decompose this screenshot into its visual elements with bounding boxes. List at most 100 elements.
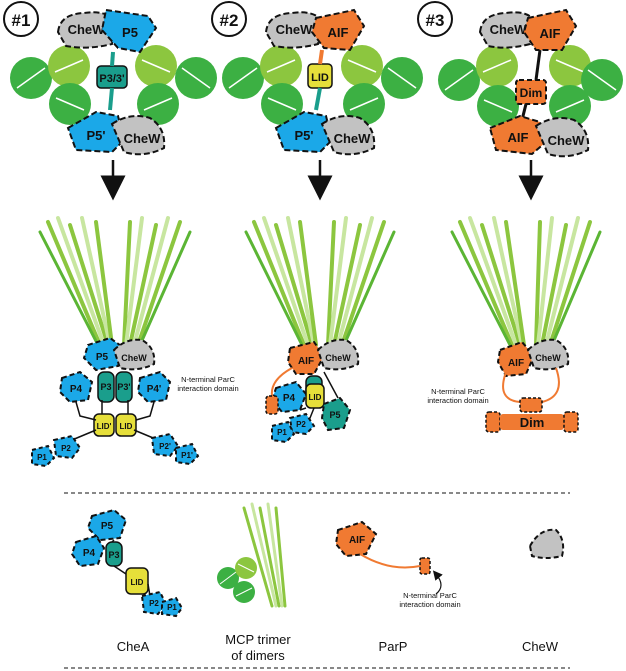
assembly-1-mcp-fan (38, 216, 192, 347)
svg-text:P4': P4' (147, 384, 162, 395)
assembly-1-chew (112, 338, 156, 371)
svg-text:P5': P5' (87, 128, 106, 143)
assembly-1-p1 (31, 444, 56, 468)
svg-text:AIF: AIF (349, 535, 365, 546)
panel-1-chew-bottom (110, 115, 166, 156)
svg-text:P1: P1 (37, 453, 47, 462)
svg-text:interaction domain: interaction domain (427, 396, 488, 405)
assembly-3-aif (496, 340, 536, 378)
svg-text:P4: P4 (283, 393, 296, 404)
svg-text:CheW: CheW (121, 353, 147, 363)
assembly-3-chew (526, 338, 570, 371)
panel-1-mcp-circles (10, 45, 217, 125)
panel-1-p5-bottom (66, 110, 126, 154)
assembly-2-lid (305, 383, 325, 409)
panel-2-p5-bottom (274, 110, 334, 154)
assembly-1-p3 (97, 371, 115, 403)
legend-mcp: MCP trimer of dimers (217, 502, 291, 663)
svg-text:CheW: CheW (276, 22, 314, 37)
assembly-3-dim-bar (500, 414, 564, 430)
svg-text:Dim: Dim (520, 415, 545, 430)
assembly-1-p5 (82, 336, 126, 372)
assembly-2-mcp-fan (244, 216, 396, 347)
svg-text:CheW: CheW (334, 131, 372, 146)
assembly-2-p1 (271, 420, 296, 444)
svg-text:AIF: AIF (540, 26, 561, 41)
svg-text:CheW: CheW (68, 22, 106, 37)
legend-chew-shape (528, 528, 565, 559)
svg-text:N-terminal ParC: N-terminal ParC (403, 591, 457, 600)
panel-3: #3 CheW AIF Dim AIF CheW (417, 1, 623, 201)
svg-text:interaction domain: interaction domain (399, 600, 460, 609)
assembly-3-dim-core (519, 397, 543, 413)
panel-3-number-badge: #3 (417, 1, 453, 37)
svg-text:MCP trimer: MCP trimer (225, 632, 291, 647)
panel-3-chew-bottom (534, 117, 590, 158)
svg-text:P5: P5 (101, 521, 114, 532)
assembly-1-lid-prime (93, 413, 115, 437)
svg-text:Dim: Dim (520, 86, 543, 100)
svg-text:interaction domain: interaction domain (177, 384, 238, 393)
svg-text:P2': P2' (159, 442, 171, 451)
svg-text:N-terminal ParC: N-terminal ParC (431, 387, 485, 396)
svg-text:AIF: AIF (508, 130, 529, 145)
assembly-1: P5 CheW P4 P3 P3' P4' LID' LID P2 P1 P2'… (31, 216, 200, 468)
legend-chea-p5 (86, 508, 128, 542)
svg-text:N-terminal ParC: N-terminal ParC (181, 375, 235, 384)
assembly-1-p4 (58, 370, 94, 404)
svg-text:P5: P5 (122, 25, 138, 40)
legend-chea: P5 P4 P3 LID P2 P1 CheA (70, 508, 184, 654)
svg-text:CheW: CheW (490, 22, 528, 37)
svg-text:P1: P1 (167, 603, 177, 612)
assembly-3: AIF CheW Dim N-terminal ParC interaction… (427, 216, 602, 433)
panel-2-aif-top (310, 8, 366, 52)
assembly-2-chew (316, 338, 360, 371)
svg-text:CheW: CheW (124, 131, 162, 146)
svg-text:P5: P5 (96, 352, 109, 363)
panel-3-chew-top (478, 11, 536, 49)
assembly-2-p5 (320, 396, 352, 432)
legend-parp-aif (334, 520, 378, 558)
svg-text:P3: P3 (100, 382, 111, 392)
svg-text:AIF: AIF (328, 25, 349, 40)
legend-parp-nterm-domain (419, 557, 431, 575)
panel-1-number-badge: #1 (3, 1, 39, 37)
assembly-1-p4-prime (136, 370, 172, 404)
svg-text:P3: P3 (108, 550, 119, 560)
legend-chea-p1 (161, 596, 184, 618)
svg-text:CheW: CheW (548, 133, 586, 148)
assembly-1-p3-prime (115, 371, 133, 403)
assembly-1-p1-prime (175, 442, 200, 466)
assembly-1-lid (115, 413, 137, 437)
assembly-1-p2 (52, 434, 82, 460)
svg-text:AIF: AIF (298, 356, 314, 367)
svg-text:#3: #3 (426, 11, 445, 30)
panel-3-aif-top (522, 8, 578, 51)
assembly-2: AIF CheW P4 P3 LID P5 P2 P1 N-terminal P… (177, 216, 396, 444)
assembly-3-dim-left (485, 411, 501, 433)
panel-2-number-badge: #2 (211, 1, 247, 37)
svg-text:LID: LID (131, 578, 144, 587)
svg-text:P2: P2 (149, 599, 159, 608)
panel-1: #1 CheW P5 P3/3' P5' CheW (3, 1, 217, 201)
svg-text:CheW: CheW (522, 639, 559, 654)
legend-parp: AIF N-terminal ParC interaction domain P… (334, 520, 461, 654)
assembly-3-mcp-fan (450, 216, 602, 347)
panel-3-dim-center (515, 79, 547, 105)
svg-text:P4: P4 (70, 384, 83, 395)
svg-text:CheW: CheW (325, 353, 351, 363)
svg-text:#1: #1 (12, 11, 31, 30)
panel-2-chew-bottom (320, 115, 376, 156)
svg-text:P3': P3' (117, 382, 130, 392)
svg-text:CheW: CheW (535, 353, 561, 363)
svg-text:ParP: ParP (379, 639, 408, 654)
assembly-1-p2-prime (150, 432, 180, 458)
svg-text:#2: #2 (220, 11, 239, 30)
assembly-2-p4 (270, 380, 308, 414)
svg-text:P3/3': P3/3' (99, 73, 125, 85)
legend-chew: CheW (522, 528, 565, 654)
svg-text:of dimers: of dimers (231, 648, 285, 663)
panel-2-chew-top (264, 11, 324, 49)
svg-text:P2: P2 (61, 444, 71, 453)
panel-1-p5-top (100, 8, 158, 54)
